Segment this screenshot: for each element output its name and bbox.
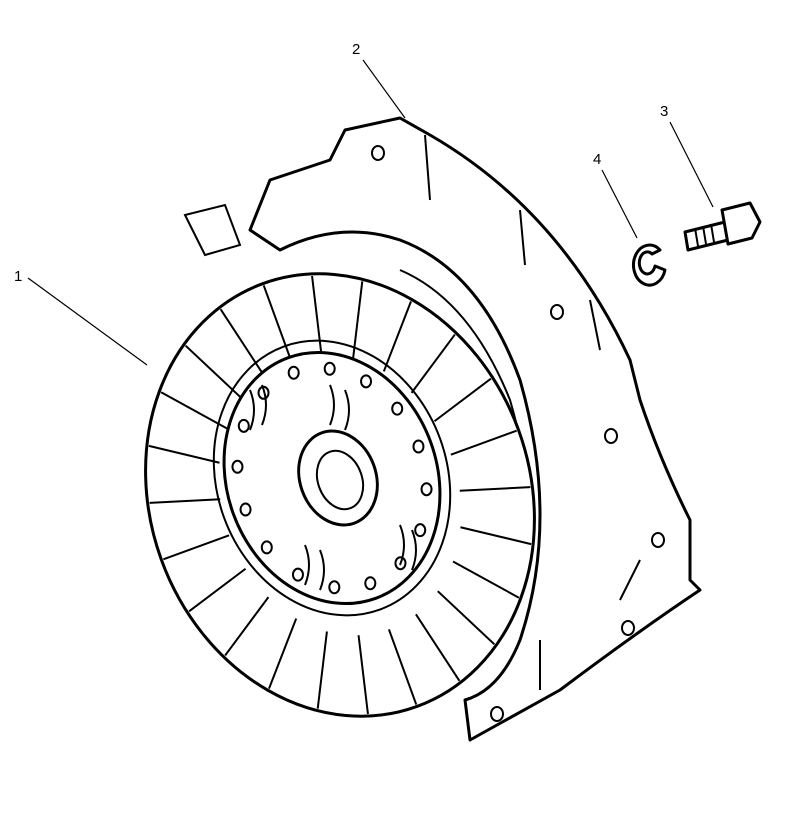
callout-4: 4: [593, 151, 638, 239]
facing-segment-line: [415, 613, 461, 682]
facing-segment-line: [357, 635, 369, 715]
facing-segment-line: [162, 534, 230, 561]
facing-segment-line: [188, 567, 247, 613]
rivet-hole: [231, 459, 244, 474]
rivet-hole: [414, 523, 427, 538]
rivet-hole: [391, 401, 404, 416]
facing-segment-line: [184, 344, 243, 400]
rivet-hole: [364, 576, 377, 591]
leader-line: [669, 121, 714, 208]
facing-segment-line: [219, 308, 265, 377]
callout-number: 1: [14, 268, 22, 285]
callout-number: 3: [660, 103, 668, 120]
facing-segment-line: [148, 444, 220, 464]
facing-segment-line: [387, 629, 418, 705]
lock-washer: [632, 243, 667, 287]
callout-2: 2: [352, 41, 406, 119]
facing-segment-line: [268, 618, 298, 690]
facing-segment-line: [224, 596, 270, 657]
rivet-hole: [291, 567, 304, 582]
friction-facing-segments: [148, 275, 532, 715]
facing-segment-line: [450, 429, 518, 456]
leader-line: [27, 277, 148, 366]
facing-segment-line: [262, 285, 293, 361]
callout-number: 4: [593, 151, 601, 168]
facing-segment-line: [382, 300, 412, 372]
leader-line: [362, 59, 406, 119]
clutch-disc: [144, 272, 536, 718]
facing-segment-line: [460, 526, 532, 546]
rivet-hole: [360, 374, 373, 389]
callout-1: 1: [14, 268, 148, 366]
facing-segment-line: [149, 498, 221, 504]
facing-segment-line: [437, 590, 496, 646]
hub-plate-holes: [231, 361, 433, 595]
callout-number: 2: [352, 41, 360, 58]
facing-segment-line: [311, 275, 323, 355]
rivet-hole: [328, 580, 341, 595]
facing-segment-line: [352, 281, 364, 359]
facing-segment-line: [459, 486, 531, 492]
facing-segment-line: [410, 333, 456, 394]
bolt: [683, 201, 762, 252]
rivet-hole: [239, 502, 252, 517]
rivet-hole: [420, 482, 433, 497]
rivet-hole: [412, 439, 425, 454]
rivet-hole: [237, 418, 250, 433]
rivet-hole: [260, 540, 273, 555]
facing-segment-line: [452, 560, 520, 599]
rivet-hole: [287, 365, 300, 380]
facing-segment-line: [433, 377, 492, 423]
facing-segment-line: [160, 391, 228, 430]
leader-line: [601, 169, 638, 239]
callout-3: 3: [660, 103, 714, 208]
facing-segment-line: [316, 631, 328, 709]
pressure-plate: [183, 116, 702, 742]
rivet-hole: [323, 361, 336, 376]
